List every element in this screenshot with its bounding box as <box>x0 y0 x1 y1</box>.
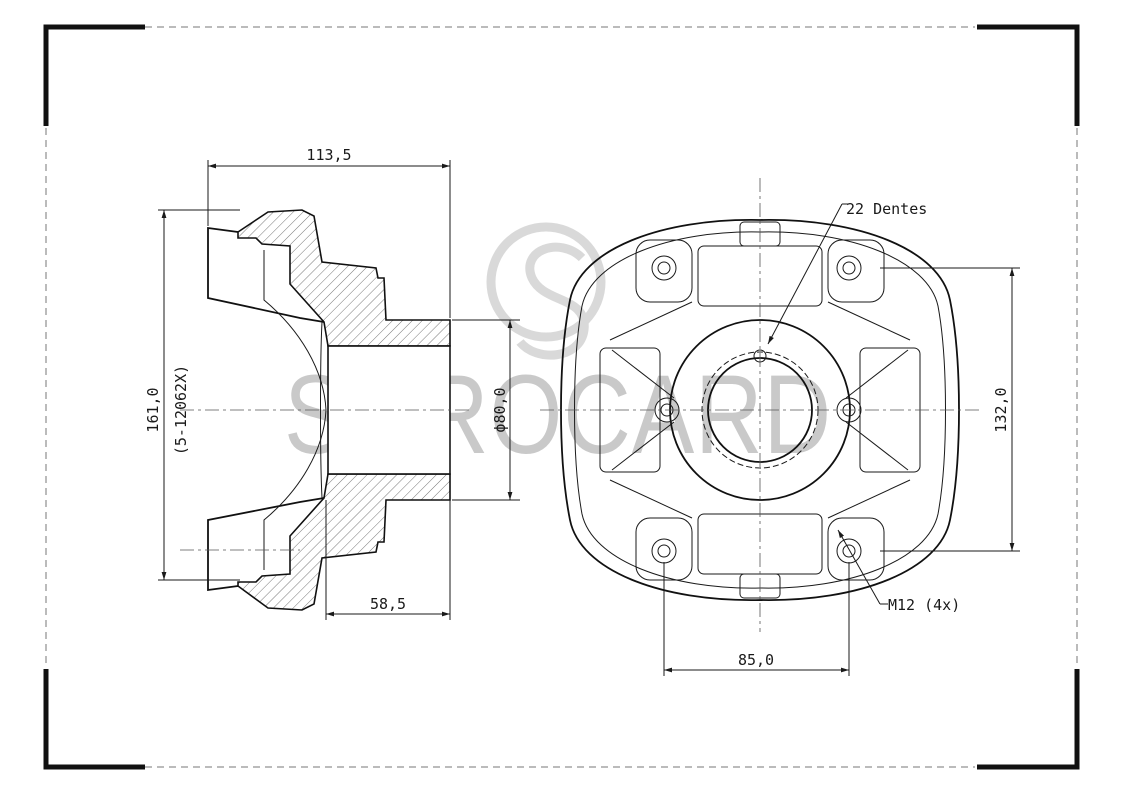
dim-yoke-span: 161,0 <box>144 387 162 432</box>
corner-mark-bottom-right <box>977 669 1080 770</box>
thread-callout: M12 (4x) <box>888 596 960 614</box>
front-outer-flange <box>560 219 960 601</box>
watermark-logo <box>486 222 606 360</box>
side-section-upper <box>237 209 451 347</box>
sheet-frame <box>43 24 1080 770</box>
dim-hub-length: 58,5 <box>370 595 406 613</box>
front-view <box>540 178 980 632</box>
corner-mark-top-left <box>43 24 145 126</box>
spline-callout: 22 Dentes <box>846 200 927 218</box>
side-section-lower <box>237 473 451 611</box>
bolt-hole-top-left <box>651 255 677 281</box>
side-view-dimensions: 113,5 58,5 ϕ80,0 161,0 (5-12062X) <box>144 146 520 620</box>
front-view-dimensions: 22 Dentes M12 (4x) 132,0 85,0 <box>663 200 1020 676</box>
bolt-hole-top-right <box>836 255 862 281</box>
side-yoke-ear-upper <box>207 226 325 323</box>
corner-mark-bottom-left <box>43 669 145 770</box>
dim-vertical-bolt-spacing: 132,0 <box>992 387 1010 432</box>
dim-bore-diameter: ϕ80,0 <box>491 387 509 432</box>
corner-mark-top-right <box>977 24 1080 126</box>
dim-overall-length: 113,5 <box>306 146 351 164</box>
dim-horizontal-bolt-spacing: 85,0 <box>738 651 774 669</box>
yoke-code-label: (5-12062X) <box>172 365 190 455</box>
bolt-hole-bottom-right <box>836 538 862 564</box>
side-view <box>180 209 470 611</box>
bolt-hole-bottom-left <box>651 538 677 564</box>
side-yoke-ear-lower <box>207 497 325 592</box>
